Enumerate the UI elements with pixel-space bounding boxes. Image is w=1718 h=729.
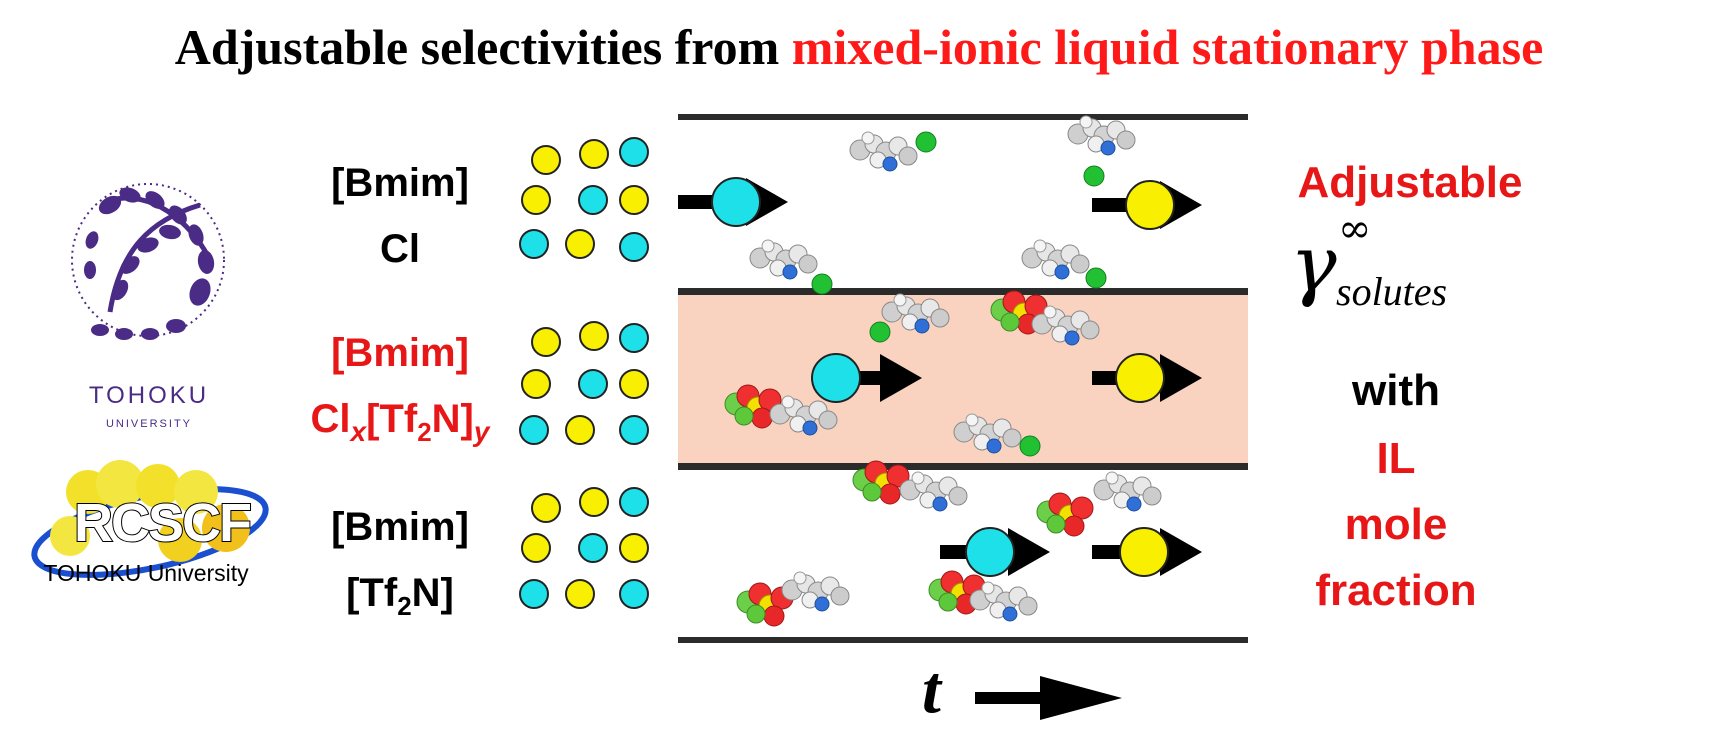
il-2-line1: [Bmim]: [331, 331, 469, 375]
right-adjustable: Adjustable: [1297, 158, 1523, 207]
column-wall-4: [678, 637, 1248, 643]
right-fraction: fraction: [1315, 566, 1477, 615]
tohoku-sub: UNIVERSITY: [105, 418, 192, 430]
right-il: IL: [1376, 434, 1416, 483]
il-label-1: [Bmim] Cl: [290, 150, 510, 282]
rcscf-emblem: [31, 460, 269, 578]
rcscf-sub: TOHOKU University: [43, 560, 249, 586]
rcscf-main: RCSCF: [73, 492, 253, 554]
dot-grid-3: [519, 487, 649, 609]
column-wall-1: [678, 114, 1248, 120]
gamma-expression: γ ∞ solutes: [1290, 206, 1530, 314]
infinity-symbol: ∞: [1338, 206, 1372, 252]
il-3-line2: [Tf2N]: [346, 571, 454, 621]
il-3-line1: [Bmim]: [331, 505, 469, 549]
tohoku-emblem: [71, 183, 225, 340]
solutes-subscript: solutes: [1336, 269, 1448, 314]
right-with: with: [1352, 366, 1440, 415]
solute-cyan-3: [940, 527, 1050, 577]
il-label-2: [Bmim] Clx[Tf2N]y: [290, 320, 510, 465]
gamma-symbol: γ: [1290, 220, 1337, 310]
solute-cyan-1: [678, 177, 788, 227]
solute-yellow-1: [1092, 180, 1202, 230]
right-mole: mole: [1344, 500, 1448, 549]
tohoku-name: TOHOKU: [88, 382, 210, 409]
solute-cyan-2: [811, 353, 922, 403]
column-wall-2: [678, 288, 1248, 295]
title-red: mixed-ionic liquid stationary phase: [791, 19, 1544, 75]
time-label: t: [922, 651, 941, 727]
page-title: Adjustable selectivities from mixed-ioni…: [0, 18, 1718, 76]
il-2-line2: Clx[Tf2N]y: [310, 397, 490, 447]
il-1-line1: [Bmim]: [331, 161, 469, 205]
il-label-3: [Bmim] [Tf2N]: [290, 494, 510, 639]
il-1-line2: Cl: [380, 227, 420, 271]
solute-yellow-3: [1092, 527, 1202, 577]
time-arrow: [975, 676, 1122, 720]
dot-grid-2: [519, 321, 649, 445]
molecule-cluster: [724, 115, 1162, 627]
solute-yellow-2: [1092, 353, 1202, 403]
title-black: Adjustable selectivities from: [174, 19, 780, 75]
column-wall-3: [678, 463, 1248, 470]
dot-grid-1: [519, 137, 649, 262]
